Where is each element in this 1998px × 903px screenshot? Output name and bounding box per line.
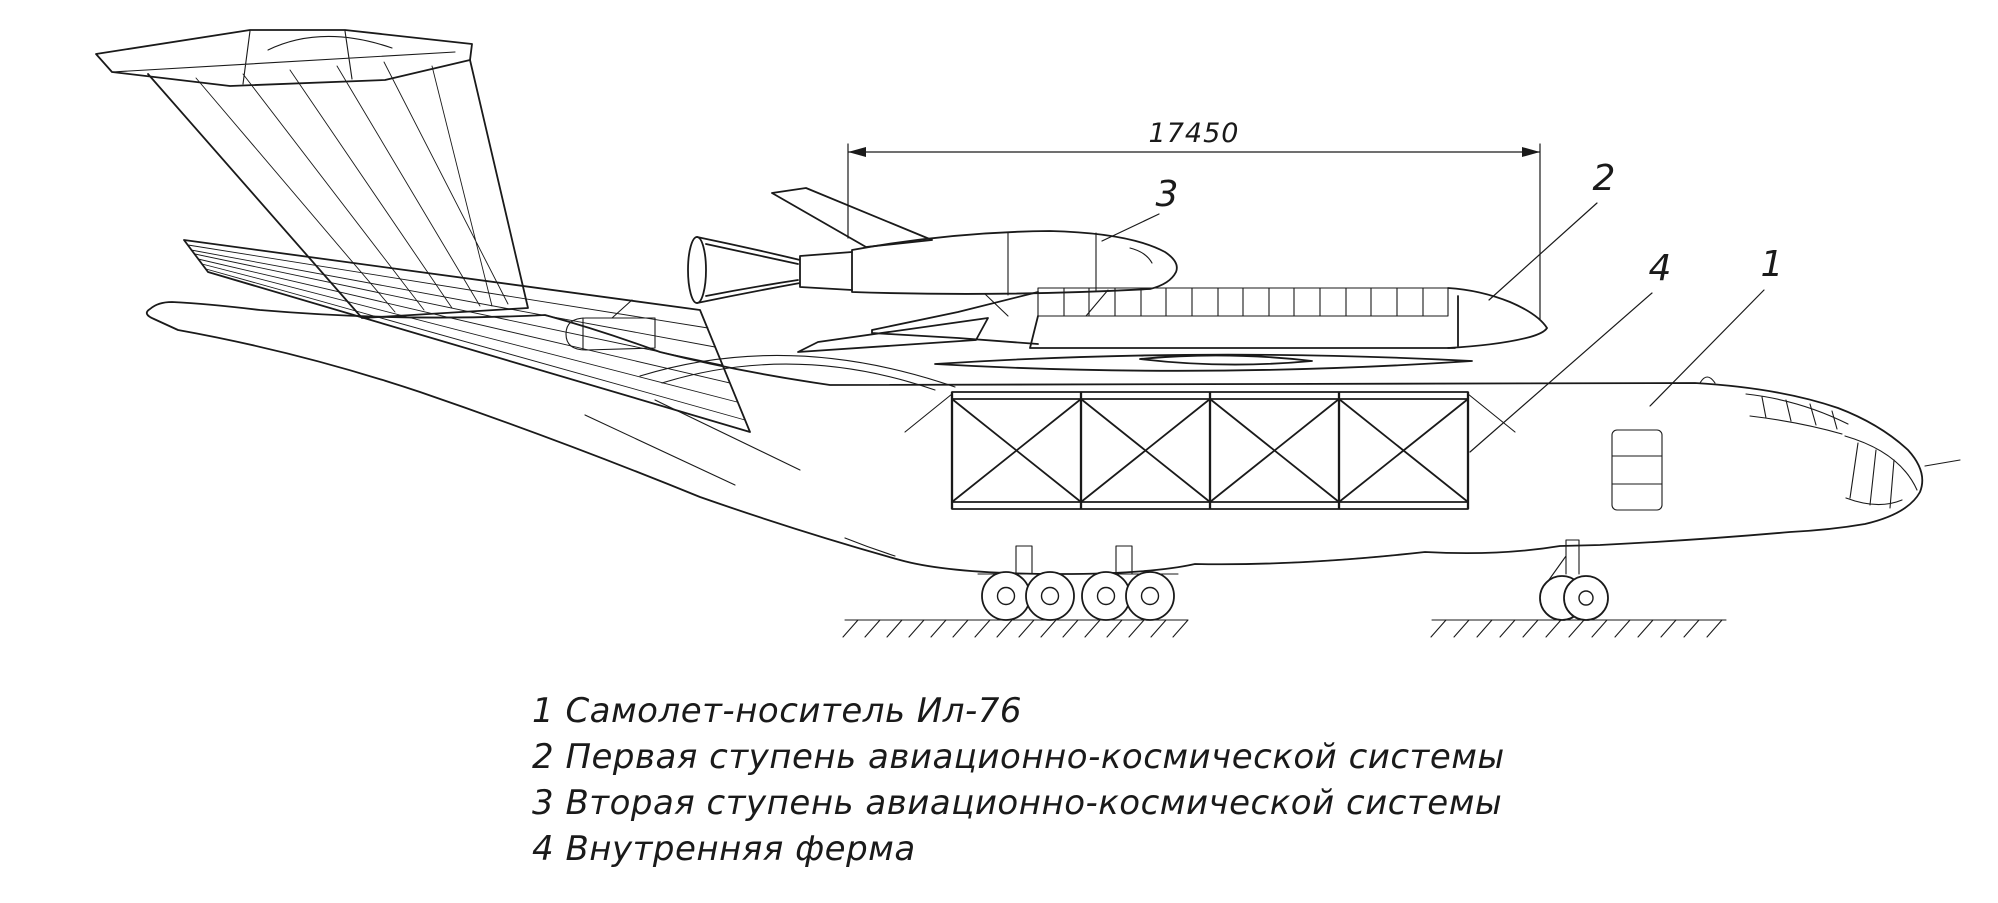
legend-item-first-stage: 2 Первая ступень авиационно-космической … xyxy=(532,737,1505,777)
wing-outline xyxy=(183,239,751,433)
side-door-lines xyxy=(1611,455,1663,485)
legend-item-carrier: 1 Самолет-носитель Ил-76 xyxy=(532,691,1022,731)
internal-truss xyxy=(950,391,1470,510)
wing xyxy=(183,239,751,433)
callout-number: 4 xyxy=(1649,248,1672,289)
dimension-arrow-right xyxy=(1522,147,1540,157)
wheel-hub xyxy=(996,586,1016,606)
first-stage-wing xyxy=(934,353,1473,372)
fin-rib-lines xyxy=(195,61,509,313)
legend-item-second-stage: 3 Вторая ступень авиационно-космической … xyxy=(532,783,1502,823)
callout-number: 1 xyxy=(1761,244,1784,285)
dimension-arrow-left xyxy=(848,147,866,157)
second-stage-body xyxy=(851,230,1178,295)
dimension-17450: 17450 xyxy=(847,118,1541,321)
engine-nozzle-exit xyxy=(687,236,707,304)
wheel-hub xyxy=(1140,586,1160,606)
legend-item-truss: 4 Внутренняя ферма xyxy=(532,829,916,869)
dimension-lines xyxy=(847,143,1541,321)
first-stage-body xyxy=(1029,295,1459,349)
ground-line-main-gear xyxy=(842,619,1189,638)
callout-leader-line xyxy=(1469,292,1653,453)
first-stage xyxy=(797,287,1548,372)
truss-diagonals xyxy=(951,398,1469,503)
wheel-hub xyxy=(1096,586,1116,606)
second-stage-fin xyxy=(771,187,933,248)
second-stage-details xyxy=(984,232,1153,317)
fuselage-details xyxy=(584,354,1961,565)
tailplane xyxy=(95,29,473,87)
carrier-aircraft xyxy=(95,29,1961,621)
callout-number: 3 xyxy=(1156,174,1179,215)
callout-leader-line xyxy=(1488,202,1598,301)
second-stage xyxy=(687,187,1178,317)
first-stage-nose xyxy=(1447,287,1548,349)
callout-first-stage: 2 xyxy=(1488,158,1616,301)
nacelle-outline xyxy=(565,299,656,351)
tailplane-details xyxy=(111,30,456,85)
engine-nacelle xyxy=(565,299,656,351)
tailplane-outline xyxy=(95,29,473,87)
wheel-hub xyxy=(1578,590,1594,606)
engine-nozzle xyxy=(696,236,853,304)
first-stage-aft-section xyxy=(797,291,1039,353)
side-door xyxy=(1611,429,1663,511)
fuselage xyxy=(145,301,1961,575)
callout-second-stage: 3 xyxy=(1101,174,1179,242)
callouts: 3 2 4 1 xyxy=(1101,158,1784,453)
ground-lines xyxy=(842,619,1727,638)
fin-outline xyxy=(147,59,529,319)
callout-carrier-aircraft: 1 xyxy=(1649,244,1784,407)
legend: 1 Самолет-носитель Ил-76 2 Первая ступен… xyxy=(532,691,1505,869)
wing-rib-lines xyxy=(187,244,746,421)
callout-number: 2 xyxy=(1593,158,1616,199)
first-stage-corrugated-tank xyxy=(1037,287,1449,317)
wheel-hub xyxy=(1040,586,1060,606)
vertical-fin xyxy=(147,59,529,319)
truss-verticals xyxy=(950,392,1470,509)
callout-leader-line xyxy=(1101,213,1160,242)
gear-struts xyxy=(977,539,1580,585)
callout-internal-truss: 4 xyxy=(1469,248,1672,453)
dimension-label: 17450 xyxy=(1149,118,1240,149)
fuselage-outline xyxy=(145,301,1924,575)
ground-line-nose-gear xyxy=(1430,619,1727,638)
landing-gear xyxy=(977,539,1609,621)
callout-leader-line xyxy=(1649,289,1765,407)
